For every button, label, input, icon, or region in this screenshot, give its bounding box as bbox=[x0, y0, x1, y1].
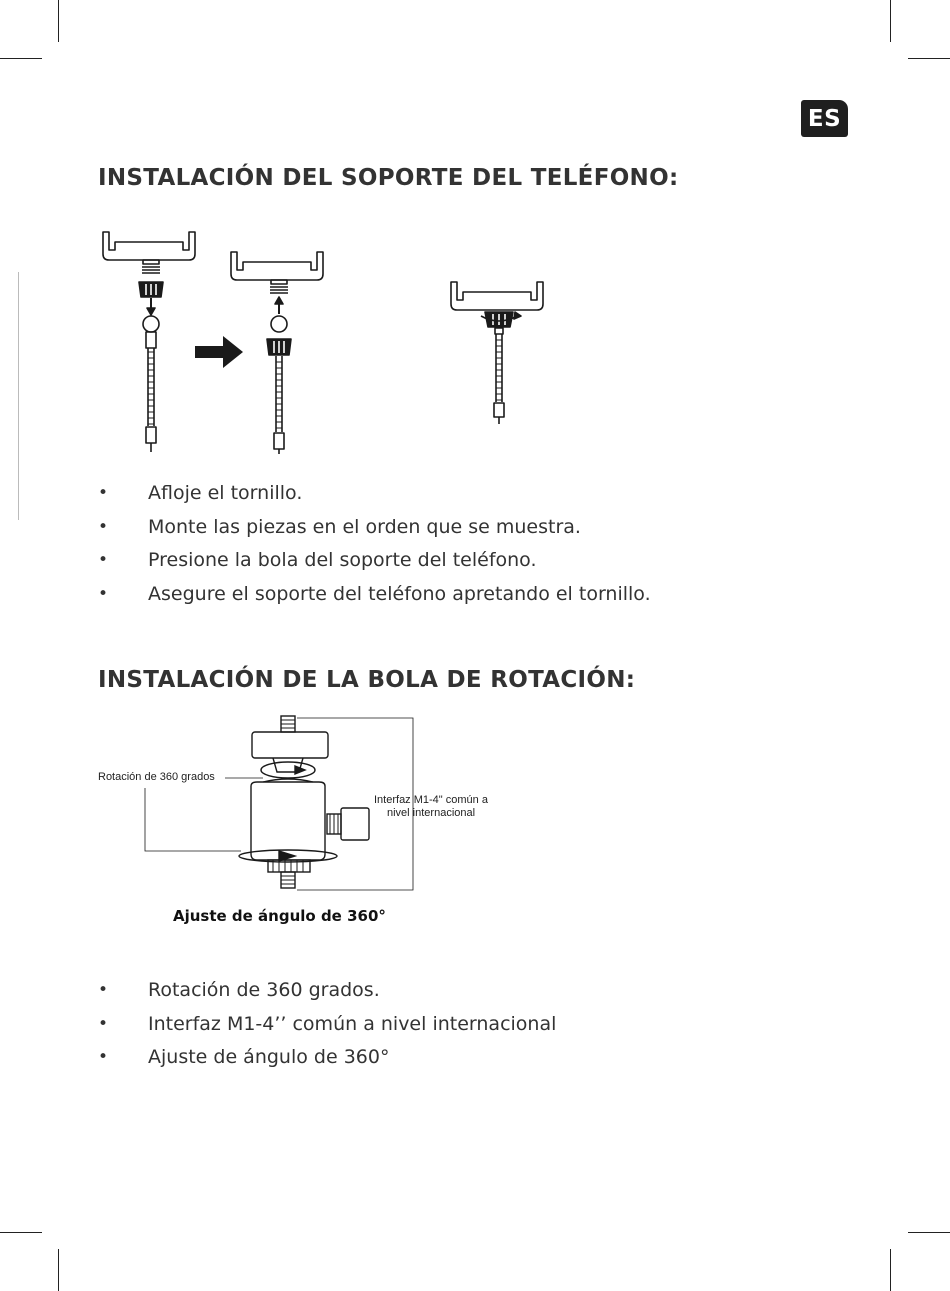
crop-mark bbox=[58, 0, 59, 42]
crop-mark bbox=[908, 58, 950, 59]
list-item-text: Presione la bola del soporte del teléfon… bbox=[148, 549, 537, 571]
phone-holder-assembly-illustration bbox=[102, 231, 544, 454]
bullet: • bbox=[98, 1047, 109, 1067]
arrow-right-icon bbox=[195, 336, 243, 368]
bullet: • bbox=[98, 1013, 109, 1034]
list-item: • Interfaz M1-4’’ común a nivel internaci… bbox=[98, 1008, 556, 1042]
diagram-caption: Ajuste de ángulo de 360° bbox=[173, 907, 386, 925]
list-item-text: Asegure el soporte del teléfono apretand… bbox=[148, 582, 651, 605]
list-item-text: Afloje el tornillo. bbox=[148, 482, 303, 504]
list-item-text: Rotación de 360 grados. bbox=[148, 979, 380, 1001]
phone-clamp-loose bbox=[102, 231, 196, 452]
bullet: • bbox=[98, 980, 109, 1000]
section-title-rotation-ball: INSTALACIÓN DE LA BOLA DE ROTACIÓN: bbox=[98, 667, 636, 693]
list-item: • Monte las piezas en el orden que se mue… bbox=[98, 511, 651, 545]
phone-holder-steps-list: • Afloje el tornillo. • Monte las piezas e… bbox=[98, 477, 651, 611]
list-item: • Rotación de 360 grados. bbox=[98, 974, 556, 1008]
list-item: • Presione la bola del soporte del teléfo… bbox=[98, 544, 651, 578]
phone-clamp-tightened bbox=[450, 281, 544, 424]
list-item: • Ajuste de ángulo de 360° bbox=[98, 1041, 556, 1075]
list-item-text: Monte las piezas en el orden que se mues… bbox=[148, 515, 581, 538]
ball-head-diagram bbox=[144, 715, 414, 891]
crop-mark bbox=[0, 1232, 42, 1233]
crop-mark bbox=[58, 1249, 59, 1291]
label-interface-line1: Interfaz M1-4" común a bbox=[374, 794, 488, 806]
phone-clamp-mounted bbox=[230, 251, 324, 454]
bullet: • bbox=[98, 550, 109, 570]
crop-mark bbox=[890, 0, 891, 42]
section-title-phone-holder: INSTALACIÓN DEL SOPORTE DEL TELÉFONO: bbox=[98, 165, 679, 191]
rotation-features-list: • Rotación de 360 grados. • Interfaz M1-4’… bbox=[98, 974, 556, 1075]
crop-mark bbox=[0, 58, 42, 59]
list-item-text: Ajuste de ángulo de 360° bbox=[148, 1046, 390, 1068]
bullet: • bbox=[98, 583, 109, 604]
list-item: • Asegure el soporte del teléfono apretan… bbox=[98, 578, 651, 612]
bullet: • bbox=[98, 516, 109, 537]
language-badge: ES bbox=[801, 100, 848, 137]
list-item-text: Interfaz M1-4’’ común a nivel internacio… bbox=[148, 1012, 557, 1035]
bullet: • bbox=[98, 483, 109, 503]
list-item: • Afloje el tornillo. bbox=[98, 477, 651, 511]
crop-mark bbox=[908, 1232, 950, 1233]
label-interface-line2: nivel internacional bbox=[387, 807, 476, 819]
crop-mark bbox=[890, 1249, 891, 1291]
page-spine-line bbox=[18, 272, 19, 520]
label-rotation-360: Rotación de 360 grados bbox=[98, 771, 215, 783]
